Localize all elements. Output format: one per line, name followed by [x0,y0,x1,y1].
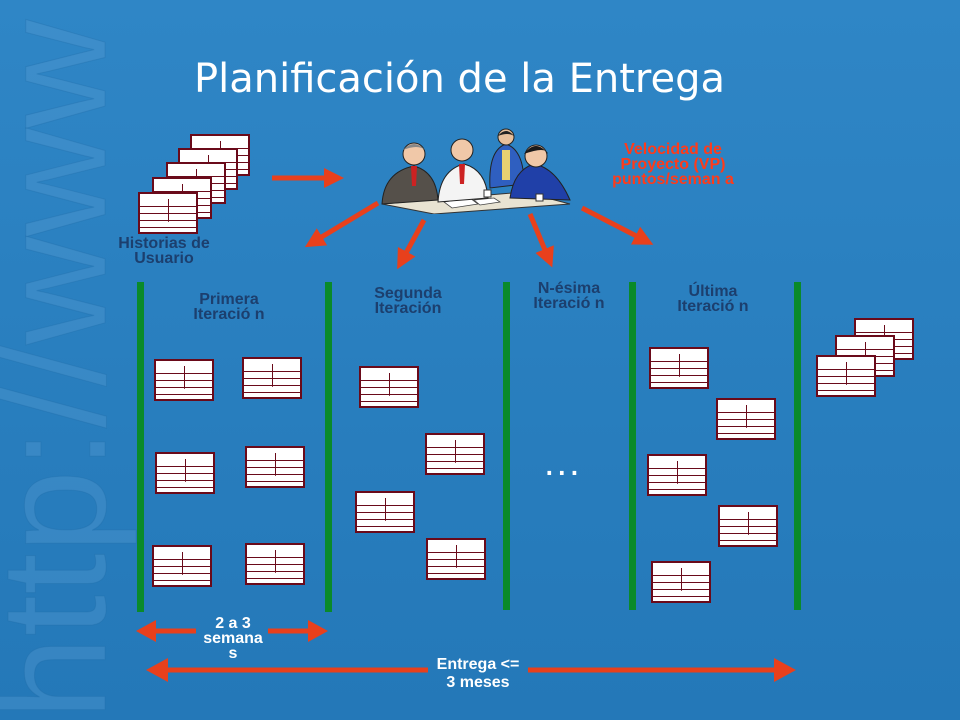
http-watermark: http://www [0,19,138,720]
story-card [647,454,707,496]
iteration-divider [794,282,801,610]
historias-label: Historias de Usuario [118,235,210,267]
story-card [152,545,212,587]
segunda-iteracion-label: Segunda Iteración [374,285,442,317]
story-card [651,561,711,603]
story-card [425,433,485,475]
story-card [245,543,305,585]
story-card [242,357,302,399]
primera-iteracion-label: Primera Iteració n [193,291,265,323]
story-card [426,538,486,580]
story-card [816,355,876,397]
story-card [649,347,709,389]
svg-text:http://www: http://www [0,19,137,720]
business-team-meeting-icon [381,128,571,214]
semanas-label: 2 a 3 semana s [203,615,263,662]
iteration-divider [137,282,144,612]
story-card [355,491,415,533]
ellipsis: ... [544,442,582,484]
nesima-iteracion-label: N-ésima Iteració n [533,280,605,312]
iteration-divider [629,282,636,610]
story-card [245,446,305,488]
ultima-iteracion-label: Última Iteració n [677,283,749,315]
entrega-label: Entrega <= 3 meses [436,656,520,691]
slide-title: Planificación de la Entrega [194,56,725,102]
arrow-icon [272,168,654,270]
iteration-divider [503,282,510,610]
story-card [155,452,215,494]
story-card [154,359,214,401]
story-card [359,366,419,408]
iteration-divider [325,282,332,612]
story-card [716,398,776,440]
velocidad-label: Velocidad de Proyecto (VP) puntos/seman … [612,141,734,188]
story-card [718,505,778,547]
story-card [138,192,198,234]
